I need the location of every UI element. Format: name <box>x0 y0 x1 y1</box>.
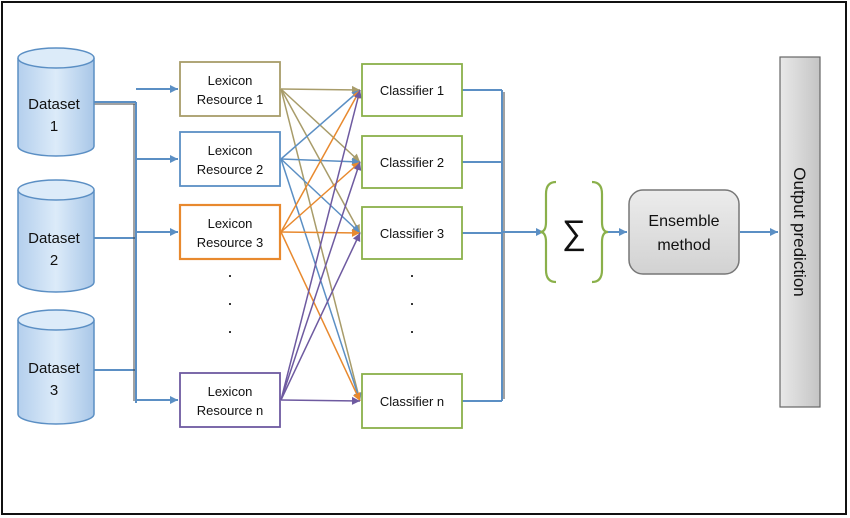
dataset-cylinder-2: Dataset 2 <box>17 179 95 293</box>
right-brace <box>591 180 609 284</box>
lexicon-box-1: Lexicon Resource 1 <box>179 61 281 117</box>
lexicon-label-line2: Resource 1 <box>197 92 263 107</box>
dataset-label-line2: 2 <box>50 252 58 269</box>
ensemble-box-border <box>628 189 740 275</box>
arrow-head <box>170 85 178 93</box>
classifier-ellipsis-dot: . <box>409 289 414 309</box>
dataset-label-line2: 3 <box>50 382 58 399</box>
ensemble-label-line1: Ensemble <box>648 213 719 230</box>
lexicon-box-border <box>179 131 281 187</box>
lexicon-box-border <box>178 203 282 261</box>
arrow-head <box>352 392 361 401</box>
classifier-label: Classifier n <box>380 394 444 409</box>
classifier-box-n: Classifier n <box>361 373 463 429</box>
classifier-box-3: Classifier 3 <box>361 206 463 260</box>
link-lexicon-1-to-classifier-2 <box>280 88 361 163</box>
arrow-head <box>351 228 360 237</box>
link-lexicon-4-to-classifier-4 <box>280 399 361 402</box>
link-lexicon-4-to-classifier-3 <box>280 232 361 401</box>
classifier-label: Classifier 3 <box>380 226 444 241</box>
lexicon-label-line1: Lexicon <box>208 73 253 88</box>
lexicon-ellipsis-dot: . <box>227 289 232 309</box>
link-lexicon-3-to-classifier-3 <box>280 231 361 234</box>
arrow-head <box>352 233 361 242</box>
classifier-box-border <box>361 206 463 260</box>
arrow-head <box>770 228 778 236</box>
dataset-cylinder-1: Dataset 1 <box>17 47 95 157</box>
arrow-head <box>170 228 178 236</box>
link-lexicon-4-to-classifier-1 <box>280 89 361 401</box>
arrow-head <box>354 90 362 99</box>
classifier-box-border <box>361 373 463 429</box>
dataset-label-line2: 1 <box>50 118 58 135</box>
ensemble-label-line2: method <box>657 237 710 254</box>
lexicon-label-line2: Resource 3 <box>197 235 263 250</box>
lexicon-label-line1: Lexicon <box>208 216 253 231</box>
lexicon-box-3: Lexicon Resource 3 <box>178 203 282 261</box>
lexicon-box-border <box>179 61 281 117</box>
output-prediction-label: Output prediction <box>790 167 809 296</box>
cylinder-body <box>17 190 95 293</box>
connectors <box>94 85 778 404</box>
classifier-label: Classifier 2 <box>380 155 444 170</box>
classifier-label: Classifier 1 <box>380 83 444 98</box>
lexicon-box-2: Lexicon Resource 2 <box>179 131 281 187</box>
cylinder-body <box>17 320 95 425</box>
sigma-symbol: ∑ <box>562 214 586 252</box>
classifier-box-1: Classifier 1 <box>361 63 463 117</box>
classifier-ellipsis-dot: . <box>409 261 414 281</box>
classifier-box-border <box>361 63 463 117</box>
sum-node: ∑ <box>539 180 609 284</box>
left-brace <box>539 180 557 284</box>
dataset-label-line1: Dataset <box>28 360 81 377</box>
arrow-head <box>351 162 360 171</box>
link-lexicon-2-to-classifier-1 <box>280 89 361 160</box>
lexicon-label-line1: Lexicon <box>208 143 253 158</box>
cylinder-top <box>17 309 95 331</box>
lexicon-label-line1: Lexicon <box>208 384 253 399</box>
output-prediction-box: Output prediction <box>779 56 821 408</box>
lexicon-label-line2: Resource n <box>197 403 263 418</box>
dataset-label-line1: Dataset <box>28 96 81 113</box>
arrow-head <box>619 228 627 236</box>
classifier-box-2: Classifier 2 <box>361 135 463 189</box>
arrow-head <box>170 155 178 163</box>
classifier-ellipsis-dot: . <box>409 317 414 337</box>
lexicon-ellipsis-dot: . <box>227 317 232 337</box>
cylinder-body <box>17 58 95 157</box>
arrow-head <box>353 162 362 171</box>
dataset-cylinder-3: Dataset 3 <box>17 309 95 425</box>
cylinder-top <box>17 179 95 201</box>
link-lexicon-3-to-classifier-2 <box>280 161 361 233</box>
dataset-label-line1: Dataset <box>28 230 81 247</box>
ensemble-method-box: Ensemble method <box>628 189 740 275</box>
link-lexicon-4-to-classifier-2 <box>280 161 361 401</box>
link-lexicon-3-to-classifier-1 <box>280 89 361 233</box>
lexicon-ellipsis-dot: . <box>227 261 232 281</box>
arrow-head <box>170 396 178 404</box>
link-lexicon-1-to-classifier-1 <box>280 88 361 91</box>
cross-links <box>280 85 362 405</box>
lexicon-box-border <box>179 372 281 428</box>
cylinder-top <box>17 47 95 69</box>
lexicon-box-n: Lexicon Resource n <box>179 372 281 428</box>
classifier-box-border <box>361 135 463 189</box>
arrow-head <box>351 396 360 405</box>
output-box-border <box>779 56 821 408</box>
lexicon-label-line2: Resource 2 <box>197 162 263 177</box>
